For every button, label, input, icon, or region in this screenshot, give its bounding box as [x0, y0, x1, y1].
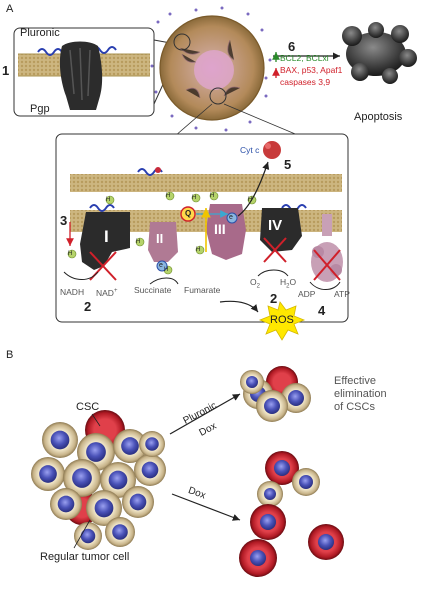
proton-5: H	[166, 193, 171, 199]
succinate-label: Succinate	[134, 285, 172, 295]
regular-pointer	[73, 519, 91, 549]
tumor-cluster	[31, 410, 166, 550]
cell-nucleus	[94, 498, 114, 518]
fumarate-label: Fumarate	[184, 285, 221, 295]
cell-nucleus	[108, 470, 128, 490]
arrow-dox	[171, 493, 241, 521]
cell-nucleus	[121, 437, 139, 455]
proton-6: H	[68, 251, 73, 257]
cell-nucleus	[50, 430, 70, 450]
step-2a: 2	[84, 299, 92, 314]
caspases-label: caspases 3,9	[280, 77, 331, 87]
proton-8: H	[164, 267, 169, 273]
apoptotic-cell	[342, 22, 417, 84]
proton-7: H	[136, 239, 141, 245]
ros-label: ROS	[270, 314, 294, 326]
regular-tumor-label: Regular tumor cell	[40, 551, 130, 563]
electron-1: e	[159, 262, 163, 269]
o2-label: O2	[250, 277, 260, 290]
step-3: 3	[60, 213, 68, 228]
panel-b-letter: B	[6, 349, 14, 361]
step-5: 5	[284, 157, 292, 172]
nad-label: NAD+	[96, 287, 118, 298]
pgp-inset	[13, 27, 177, 117]
pgp-label: Pgp	[30, 103, 50, 115]
complex-III-shape	[206, 204, 246, 260]
complex-IV-shape	[260, 208, 302, 252]
cell-nucleus	[86, 442, 106, 462]
atp-label: ATP	[334, 289, 350, 299]
cell-nucleus	[57, 495, 75, 513]
effective-line-3: of CSCs	[334, 401, 375, 413]
csc-label: CSC	[76, 401, 100, 413]
complex-I-label: I	[104, 227, 109, 246]
pluronic-label: Pluronic	[20, 27, 60, 39]
h2o-label: H2O	[280, 277, 297, 290]
step-1: 1	[2, 63, 10, 78]
apoptosis-signal	[272, 52, 340, 78]
nadh-label: NADH	[60, 287, 85, 297]
cytc-label: Cyt c	[240, 145, 260, 155]
pro-apoptotic-genes: BAX, p53, Apaf1	[280, 65, 343, 75]
cell-nucleus	[80, 528, 96, 544]
complex-II-label: II	[156, 231, 164, 246]
electron-2: e	[229, 214, 233, 221]
q-label: Q	[185, 209, 192, 218]
arrow-pluronic-dox	[169, 393, 241, 435]
step-6: 6	[288, 39, 296, 54]
cell-illustration	[150, 6, 301, 137]
cell-nucleus	[39, 465, 57, 483]
step-4: 4	[318, 303, 326, 318]
treated-clusters	[239, 366, 344, 577]
apoptosis-label: Apoptosis	[354, 111, 403, 123]
effective-line-2: elimination	[334, 388, 387, 400]
panel-a-letter: A	[6, 3, 14, 15]
proton-3: H	[210, 193, 215, 199]
complex-II-shape	[148, 222, 178, 262]
anti-apoptotic-genes: BCL2, BCLxl	[280, 53, 329, 63]
cell-nucleus	[141, 461, 159, 479]
complex-IV-label: IV	[268, 217, 283, 234]
proton-1: H	[106, 197, 111, 203]
complex-III-label: III	[214, 221, 226, 237]
mitochondria-box	[55, 133, 349, 323]
proton-2: H	[192, 195, 197, 201]
cell-nucleus	[112, 524, 128, 540]
adp-label: ADP	[298, 289, 316, 299]
proton-4: H	[248, 197, 253, 203]
cell-nucleus	[129, 493, 147, 511]
proton-9: H	[196, 247, 201, 253]
atp-synthase-shape	[311, 214, 343, 282]
cell-nucleus	[72, 468, 92, 488]
effective-line-1: Effective	[334, 375, 376, 387]
cell-nucleus	[145, 437, 159, 451]
csc-pointer	[91, 413, 101, 427]
ros-burst	[258, 301, 306, 341]
step-2b: 2	[270, 291, 278, 306]
